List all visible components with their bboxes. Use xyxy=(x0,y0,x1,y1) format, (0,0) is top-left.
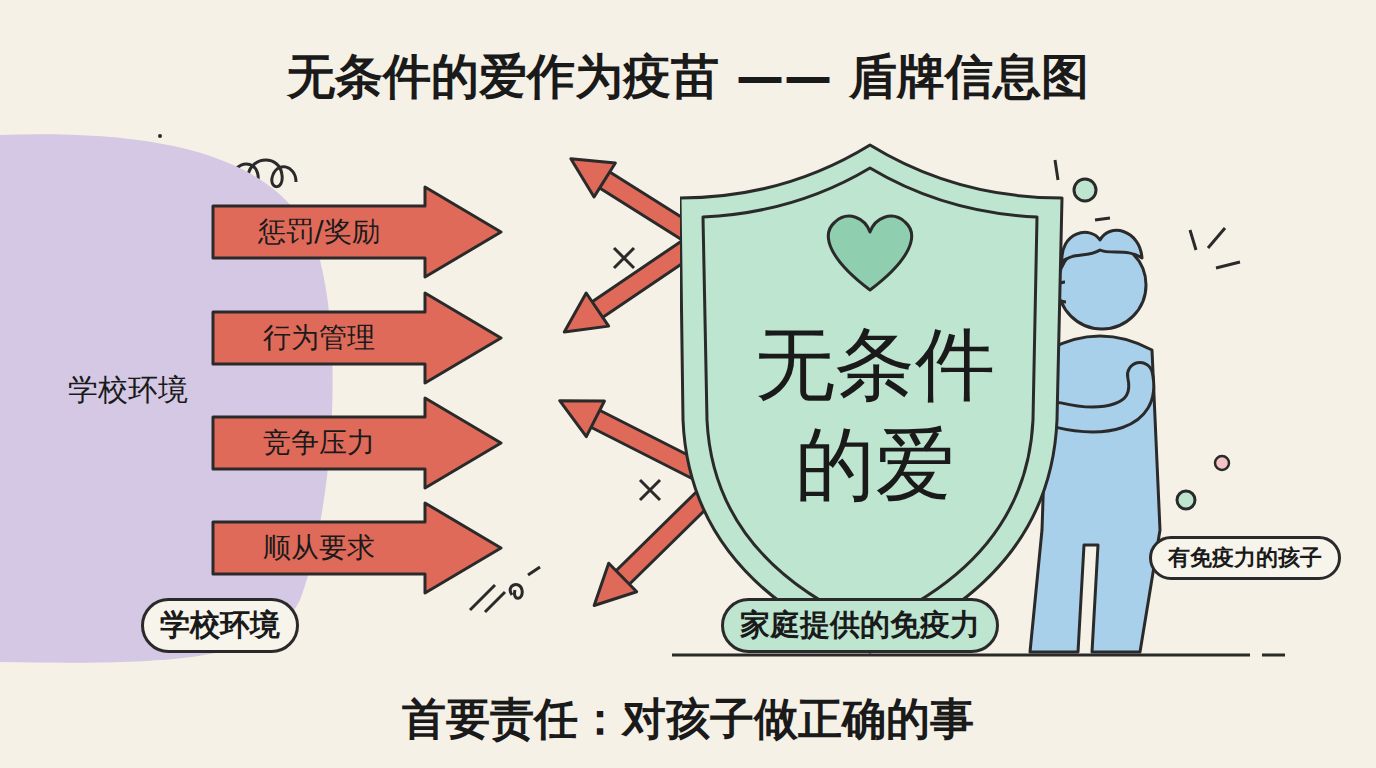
love-shield: 无条件的爱 xyxy=(680,140,1070,660)
label-pill: 家庭提供的免疫力 xyxy=(721,598,999,653)
title: 无条件的爱作为疫苗 —— 盾牌信息图 xyxy=(0,45,1376,109)
arrow-label: 惩罚/奖励 xyxy=(258,213,379,251)
label-pill: 有免疫力的孩子 xyxy=(1149,536,1341,580)
arrow-outline xyxy=(213,503,501,593)
cross-mark xyxy=(614,248,634,268)
shield-label: 无条件的爱 xyxy=(735,315,1015,515)
pill-label: 家庭提供的免疫力 xyxy=(740,605,980,646)
caption: 首要责任：对孩子做正确的事 xyxy=(0,690,1376,749)
arrow-outline xyxy=(213,398,501,488)
ground-line xyxy=(672,654,1285,657)
arrow-text-box: 顺从要求 xyxy=(213,522,425,574)
bubble xyxy=(1215,456,1229,470)
motion-lines xyxy=(470,567,540,612)
child-arm xyxy=(1058,375,1141,419)
bubble xyxy=(1074,179,1096,201)
dash xyxy=(1055,160,1110,220)
shield-inner xyxy=(703,168,1037,626)
label-pill: 学校环境 xyxy=(141,598,299,653)
pressure-arrow: 竞争压力 xyxy=(210,395,505,491)
arrow-label: 行为管理 xyxy=(263,319,375,357)
arrow-text-box: 竞争压力 xyxy=(213,417,425,469)
arrow-text-box: 行为管理 xyxy=(213,312,425,364)
glow-lines xyxy=(1190,228,1240,268)
shield-text-box: 无条件的爱 xyxy=(735,315,1015,515)
region-label: 学校环境 xyxy=(68,370,188,411)
arrow-text-box: 惩罚/奖励 xyxy=(213,206,425,258)
heart xyxy=(828,216,911,290)
pill-label: 学校环境 xyxy=(160,605,280,646)
pressure-arrow: 行为管理 xyxy=(210,290,505,386)
bubble xyxy=(1177,491,1195,509)
arrow-label: 竞争压力 xyxy=(263,424,375,462)
pill-label: 有免疫力的孩子 xyxy=(1168,543,1322,573)
pressure-arrow: 惩罚/奖励 xyxy=(210,184,505,280)
dot xyxy=(158,134,162,138)
shield-outer xyxy=(680,145,1062,652)
arrow-outline xyxy=(213,187,501,277)
cross-mark xyxy=(640,480,660,500)
child-arm xyxy=(1058,375,1141,419)
pressure-arrow: 顺从要求 xyxy=(210,500,505,596)
arrow-label: 顺从要求 xyxy=(263,529,375,567)
arrow-outline xyxy=(213,293,501,383)
